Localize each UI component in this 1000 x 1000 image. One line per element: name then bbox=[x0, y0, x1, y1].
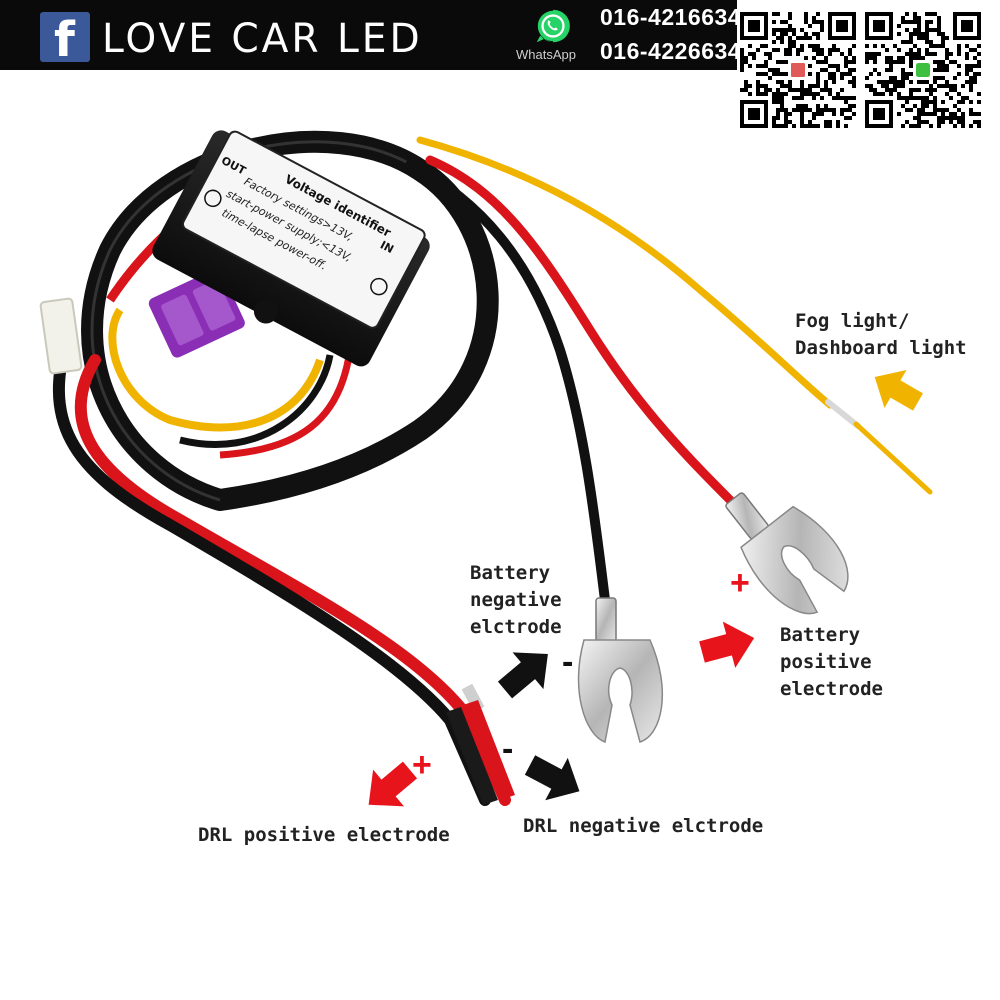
drl-positive-label: DRL positive electrode bbox=[198, 824, 450, 846]
whatsapp-label: WhatsApp bbox=[516, 47, 576, 62]
fog-light-wire bbox=[416, 136, 834, 409]
fog-light-label: Fog light/ Dashboard light bbox=[795, 310, 967, 359]
drl-positive-arrow bbox=[368, 761, 418, 807]
facebook-icon[interactable]: f bbox=[40, 12, 90, 68]
plus-sign: + bbox=[730, 564, 750, 602]
drl-red-wire bbox=[74, 354, 511, 806]
battery-positive-arrow bbox=[699, 621, 755, 668]
connector bbox=[39, 297, 83, 375]
battery-negative-wire bbox=[405, 160, 610, 605]
facebook-glyph: f bbox=[54, 12, 75, 68]
header-banner: f LOVE CAR LED WhatsApp 016-4216634 016-… bbox=[0, 0, 1000, 128]
battery-positive-label: Battery positive electrode bbox=[780, 624, 883, 700]
battery-positive-wire bbox=[425, 155, 745, 515]
product-photo: Voltage identifier Factory settings>13V,… bbox=[39, 130, 933, 807]
voltage-identifier-box: Voltage identifier Factory settings>13V,… bbox=[152, 130, 430, 367]
phone-number[interactable]: 016-4226634 bbox=[600, 38, 742, 64]
battery-positive-terminal bbox=[725, 492, 849, 615]
plus-sign: + bbox=[412, 746, 432, 784]
brand-name: LOVE CAR LED bbox=[102, 16, 423, 62]
drl-negative-label: DRL negative elctrode bbox=[523, 815, 764, 837]
battery-negative-label: Battery negative elctrode bbox=[470, 562, 562, 638]
fog-arrow bbox=[874, 369, 923, 411]
battery-negative-terminal bbox=[577, 597, 664, 743]
banner-bar bbox=[0, 0, 737, 70]
box-in-label: IN bbox=[378, 238, 396, 256]
minus-sign: - bbox=[562, 643, 574, 681]
phone-number[interactable]: 016-4216634 bbox=[600, 4, 742, 30]
qr-code-icon[interactable] bbox=[865, 12, 981, 128]
minus-sign: - bbox=[502, 730, 514, 768]
yellow-loop-wire bbox=[108, 307, 324, 432]
qr-code-icon[interactable] bbox=[740, 12, 856, 128]
whatsapp-icon[interactable] bbox=[534, 7, 572, 45]
drl-black-wire bbox=[52, 324, 491, 806]
drl-negative-arrow bbox=[524, 755, 580, 801]
battery-negative-arrow bbox=[497, 652, 548, 699]
